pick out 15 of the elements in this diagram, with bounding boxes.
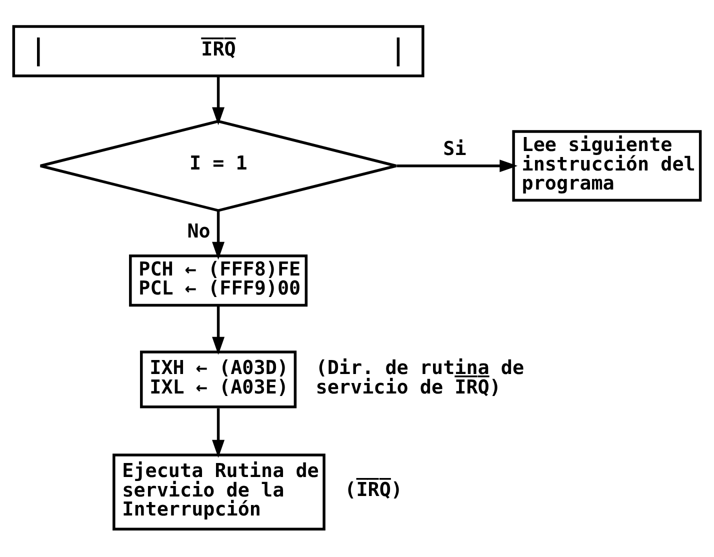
node-box: Ejecuta Rutina de servicio de la Interrupción bbox=[112, 454, 326, 530]
node-box: I̅R̅Q̅ bbox=[12, 25, 424, 78]
edge-label: No bbox=[187, 220, 210, 243]
arrow bbox=[212, 76, 225, 126]
arrow bbox=[212, 210, 225, 260]
node-box: PCH ← (FFF8)FE PCL ← (FFF9)00 bbox=[129, 254, 308, 307]
node-label: (Dir. de rutina de servicio de I̅R̅Q̅) bbox=[316, 356, 524, 398]
edge-label: Si bbox=[443, 137, 466, 160]
node-box: IXH ← (A03D) IXL ← (A03E) bbox=[140, 350, 297, 408]
arrow bbox=[212, 305, 225, 355]
node-box: Lee siguiente instrucción del programa bbox=[512, 130, 702, 202]
arrow bbox=[396, 160, 518, 172]
node-label: (I̅R̅Q̅) bbox=[344, 478, 402, 501]
node-diamond: I = 1 bbox=[39, 120, 398, 212]
arrow bbox=[212, 408, 225, 458]
